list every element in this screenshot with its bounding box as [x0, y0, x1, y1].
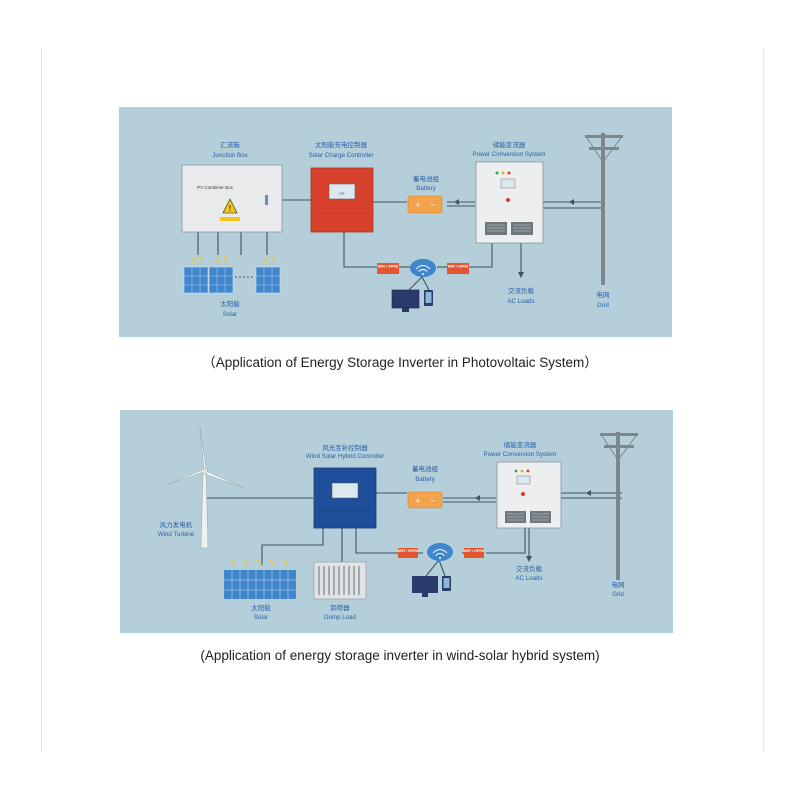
battery-label-en-2: Battery — [415, 476, 436, 483]
pcs-label-en: Power Conversion System — [473, 151, 546, 158]
wind-solar-hybrid-controller — [313, 467, 377, 529]
wind-label-en: Wind Turbine — [158, 531, 195, 538]
wifi-badge-left-2: WiFi / GPRS — [398, 549, 419, 553]
svg-text:−: − — [430, 497, 436, 505]
grid-label-zh-2: 电网 — [612, 580, 625, 589]
battery-label-zh: 蓄电池组 — [413, 174, 440, 183]
dump-load-label-en: Dump Load — [324, 614, 357, 621]
wind-label-zh: 风力发电机 — [160, 520, 193, 529]
caption-pv-system: （Application of Energy Storage Inverter … — [202, 355, 598, 370]
junction-box-device-text: PV Combiner Box — [197, 185, 234, 190]
junction-box-label-en: Junction Box — [212, 152, 248, 159]
controller-label-zh: 风光互补控制器 — [322, 443, 368, 452]
cloud-icon — [410, 259, 436, 277]
wifi-gprs-links-2: WiFi / GPRS WiFi / GPRS — [398, 543, 485, 561]
ac-loads-label-en: AC Loads — [507, 298, 534, 305]
solar-label-en-2: Solar — [254, 614, 268, 621]
solar-label-zh: 太阳能 — [220, 299, 240, 308]
monitor-icon-2 — [412, 576, 438, 597]
grid-label-zh: 电网 — [597, 290, 610, 299]
connection-lines-2 — [206, 490, 622, 577]
power-conversion-system-2 — [496, 461, 562, 529]
ac-loads-label-zh: 交流负载 — [508, 286, 535, 295]
svg-text:>>: >> — [339, 191, 345, 196]
monitor-icon — [391, 289, 420, 312]
dump-load-icon — [313, 561, 367, 600]
wind-solar-svg: 风力发电机 Wind Turbine 风光互补控制器 Wind Solar Hy… — [158, 426, 638, 621]
grid-pole-icon-2 — [600, 432, 638, 580]
svg-text:!: ! — [228, 204, 231, 213]
charge-controller-label-zh: 太阳能充电控制器 — [315, 140, 368, 149]
ac-loads-label-zh-2: 交流负载 — [516, 564, 543, 573]
svg-text:+: + — [415, 497, 421, 505]
solar-label-en: Solar — [223, 311, 237, 318]
battery-label-en: Battery — [416, 185, 437, 192]
page-border-left — [41, 48, 42, 752]
pcs-label-zh-2: 储能变流器 — [504, 440, 537, 449]
wifi-gprs-links: WiFi / GPRS WiFi / GPRS — [377, 259, 469, 277]
solar-panels — [183, 255, 281, 294]
solar-charge-controller: >> — [310, 167, 374, 233]
svg-text:−: − — [430, 201, 436, 209]
junction-box: PV Combiner Box ! — [181, 164, 283, 233]
solar-panels-2 — [224, 558, 296, 599]
pv-system-svg: 汇流箱 Junction Box PV Combiner Box ! 太阳能 S… — [181, 133, 623, 318]
battery-label-zh-2: 蓄电池组 — [412, 464, 439, 473]
junction-box-label-zh: 汇流箱 — [220, 140, 240, 149]
pv-system-diagram: 汇流箱 Junction Box PV Combiner Box ! 太阳能 S… — [119, 107, 672, 337]
wind-turbine-icon — [166, 426, 245, 549]
warning-icon — [222, 198, 238, 214]
cloud-icon-2 — [427, 543, 453, 561]
grid-label-en: Grid — [597, 302, 609, 309]
pcs-label-zh: 储能变流器 — [493, 140, 526, 149]
pcs-label-en-2: Power Conversion System — [484, 451, 557, 458]
ac-loads-label-en-2: AC Loads — [515, 575, 542, 582]
grid-pole-icon — [585, 133, 623, 285]
power-conversion-system — [475, 161, 544, 244]
caption-wind-solar-system: (Application of energy storage inverter … — [200, 648, 600, 663]
solar-label-zh-2: 太阳能 — [251, 603, 271, 612]
phone-icon-2 — [442, 576, 451, 591]
dump-load-label-zh: 卸荷器 — [330, 603, 350, 612]
phone-icon — [424, 290, 433, 306]
charge-controller-label-en: Solar Charge Controller — [309, 152, 374, 159]
connection-lines — [197, 199, 602, 291]
wifi-badge-right-2: WiFi / GPRS — [464, 549, 485, 553]
page-border-right — [763, 48, 764, 752]
svg-text:+: + — [415, 201, 421, 209]
wind-solar-diagram: 风力发电机 Wind Turbine 风光互补控制器 Wind Solar Hy… — [120, 410, 673, 633]
wifi-badge-left: WiFi / GPRS — [378, 265, 399, 269]
battery: + − — [407, 195, 443, 214]
wifi-badge-right: WiFi / GPRS — [448, 265, 469, 269]
battery-2: + − — [407, 491, 443, 509]
controller-label-en: Wind Solar Hybrid Controller — [306, 453, 384, 460]
grid-label-en-2: Grid — [612, 591, 624, 598]
